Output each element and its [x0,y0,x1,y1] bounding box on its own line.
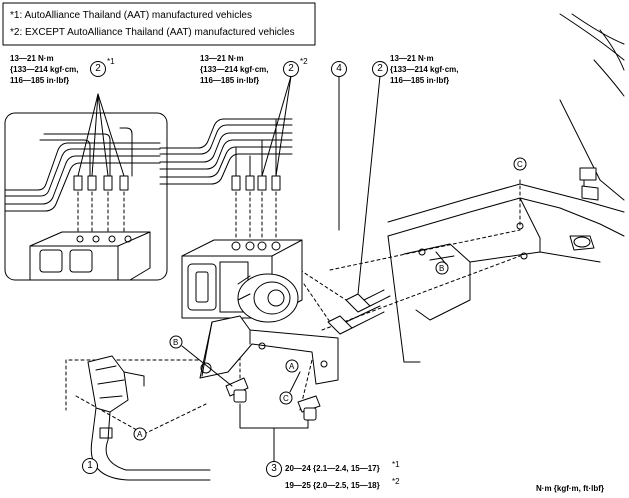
mounting-bolts [225,377,321,421]
inset-brake-pipes [4,127,161,212]
ref-letter-c-bolt: C [283,394,289,403]
ref-circle-a-2 [285,359,299,373]
note-except-aat: *2: EXCEPT AutoAlliance Thailand (AAT) m… [10,27,295,38]
ref-letter-c-body: C [517,160,523,169]
hu-bracket [199,315,339,385]
ref-letter-a-bracket: A [289,362,295,371]
part-callout-2-aat: 2 [90,61,106,77]
ref-circle-a-1 [133,427,147,441]
note-aat: *1: AutoAlliance Thailand (AAT) manufact… [10,10,252,21]
torque-spec-d-line2: 19—25 {2.0—2.5, 15—18} [285,481,380,490]
footnote-mark-aat: *1 [107,57,115,66]
footnote-mark-except-aat: *2 [300,57,308,66]
torque-spec-a-line2: {133—214 kgf·cm, [10,65,79,74]
torque-spec-b-line2: {133—214 kgf·cm, [200,65,269,74]
bolt-callout-bracket [239,403,309,463]
torque-spec-c-line1: 13—21 N·m [390,54,434,63]
vehicle-body [387,13,625,363]
ref-letter-b-body: B [439,264,445,273]
inset-leader-lines [77,93,125,177]
footnote-mark-d2: *2 [392,477,400,486]
unit-legend: N·m {kgf·m, ft·lbf} [536,484,604,493]
main-leader-lines [261,75,381,295]
part-callout-3: 3 [266,461,282,477]
part-callout-1: 1 [82,458,98,474]
right-tube-fittings [327,289,391,335]
note-box [2,2,316,46]
torque-spec-b-line3: 116—185 in·lbf} [200,76,260,85]
inset-hydraulic-block [29,231,151,281]
torque-spec-b-line1: 13—21 N·m [200,54,244,63]
ref-letter-a-harness: A [137,430,143,439]
torque-spec-d-line1: 20—24 {2.1—2.4, 15—17} [285,464,380,473]
ref-leader-b-2 [435,251,447,265]
inset-dashed-guides [77,191,125,241]
ref-leader-c-1 [289,371,301,393]
ref-leader-b-1 [181,345,233,387]
body-fasteners [569,167,599,251]
ref-circle-b-2 [435,261,449,275]
ref-circle-c-2 [513,157,527,171]
torque-spec-c-line2: {133—214 kgf·cm, [390,65,459,74]
footnote-mark-d1: *1 [392,460,400,469]
hu-cm-assembly [181,239,303,323]
torque-spec-a-line3: 116—185 in·lbf} [10,76,70,85]
main-flare-nuts [231,175,281,191]
ref-letter-b-bolt: B [173,338,179,347]
torque-spec-c-line3: 116—185 in·lbf} [390,76,450,85]
part-callout-2-except-aat: 2 [283,61,299,77]
part-callout-4: 4 [331,61,347,77]
main-brake-pipes [159,118,293,185]
harness-connector [87,355,211,481]
ref-circle-c-1 [279,391,293,405]
part-callout-2-right: 2 [372,61,388,77]
inset-flare-nuts [73,175,129,191]
ref-circle-b-1 [169,335,183,349]
torque-spec-a-line1: 13—21 N·m [10,54,54,63]
